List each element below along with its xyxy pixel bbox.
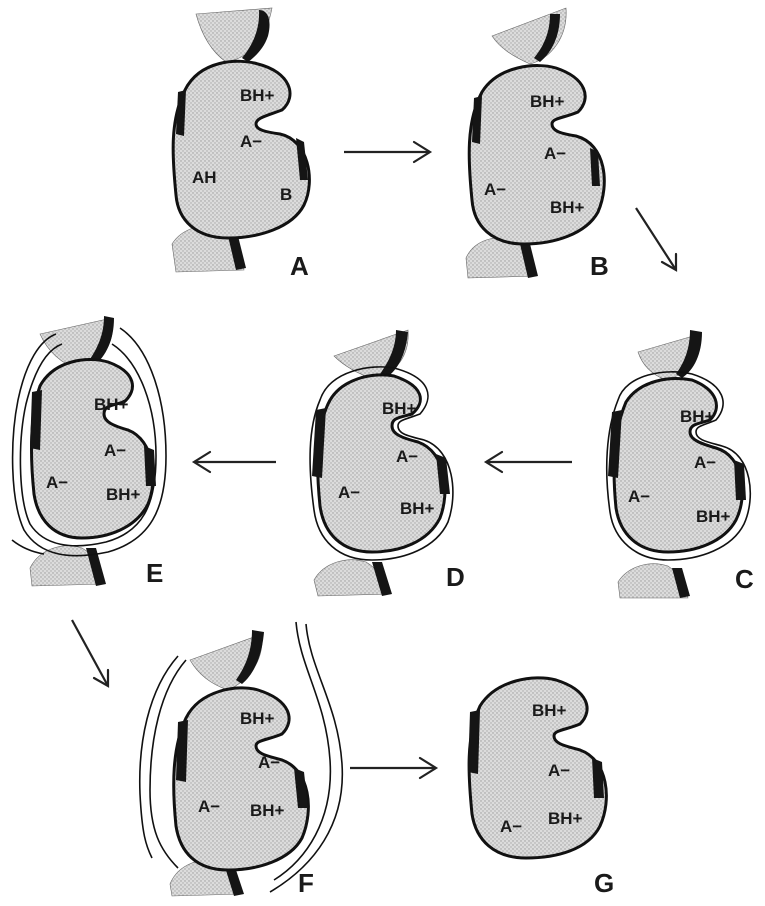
panel-c: BH+ A− A− BH+ C [607, 330, 754, 598]
panel-b: BH+ A− A− BH+ B [466, 8, 609, 281]
label-a-minus: A− [548, 761, 570, 780]
wall-patch [144, 446, 156, 486]
panel-letter-f: F [298, 868, 314, 898]
label-bh-plus: BH+ [696, 507, 731, 526]
label-a-minus: A− [628, 487, 650, 506]
arrow-e-to-f [72, 620, 108, 686]
panel-letter-c: C [735, 564, 754, 594]
label-bh-plus: BH+ [680, 407, 715, 426]
label-a-minus: A− [396, 447, 418, 466]
panel-e: BH+ A− A− BH+ E [12, 316, 166, 588]
label-a-minus: A− [258, 753, 280, 772]
panel-letter-a: A [290, 251, 309, 281]
panel-f: BH+ A− A− BH+ F [140, 622, 343, 898]
outer-membrane-edge [12, 540, 44, 554]
panel-letter-g: G [594, 868, 614, 898]
panel-d: BH+ A− A− BH+ D [310, 330, 465, 596]
ruptured-membrane-left [140, 656, 178, 858]
label-a-minus: A− [198, 797, 220, 816]
label-bh-plus: BH+ [400, 499, 435, 518]
label-a-minus: A− [500, 817, 522, 836]
label-bh-plus: BH+ [240, 86, 275, 105]
label-bh-plus: BH+ [548, 809, 583, 828]
arrow-c-to-d [486, 452, 572, 472]
wall-patch [176, 720, 188, 782]
panel-letter-d: D [446, 562, 465, 592]
panel-a: BH+ A− AH B A [172, 8, 309, 281]
label-a-minus: A− [46, 473, 68, 492]
label-b: B [280, 185, 292, 204]
label-bh-plus: BH+ [532, 701, 567, 720]
arrow-b-to-c [636, 208, 676, 270]
label-a-minus: A− [338, 483, 360, 502]
wall-patch [468, 710, 480, 774]
label-bh-plus: BH+ [250, 801, 285, 820]
label-bh-plus: BH+ [382, 399, 417, 418]
label-ah: AH [192, 168, 217, 187]
arrow-a-to-b [344, 142, 430, 162]
arrow-f-to-g [350, 758, 436, 778]
label-a-minus: A− [544, 144, 566, 163]
label-bh-plus: BH+ [550, 198, 585, 217]
label-bh-plus: BH+ [240, 709, 275, 728]
wall-patch [592, 758, 604, 798]
arrow-d-to-e [194, 452, 276, 472]
label-bh-plus: BH+ [530, 92, 565, 111]
panel-letter-b: B [590, 251, 609, 281]
label-a-minus: A− [694, 453, 716, 472]
label-a-minus: A− [104, 441, 126, 460]
label-bh-plus: BH+ [106, 485, 141, 504]
cell-body [32, 360, 154, 538]
panel-g: BH+ A− A− BH+ G [468, 678, 614, 898]
panel-letter-e: E [146, 558, 163, 588]
label-a-minus: A− [484, 180, 506, 199]
label-bh-plus: BH+ [94, 395, 129, 414]
label-a-minus: A− [240, 132, 262, 151]
wall-patch [30, 390, 42, 450]
